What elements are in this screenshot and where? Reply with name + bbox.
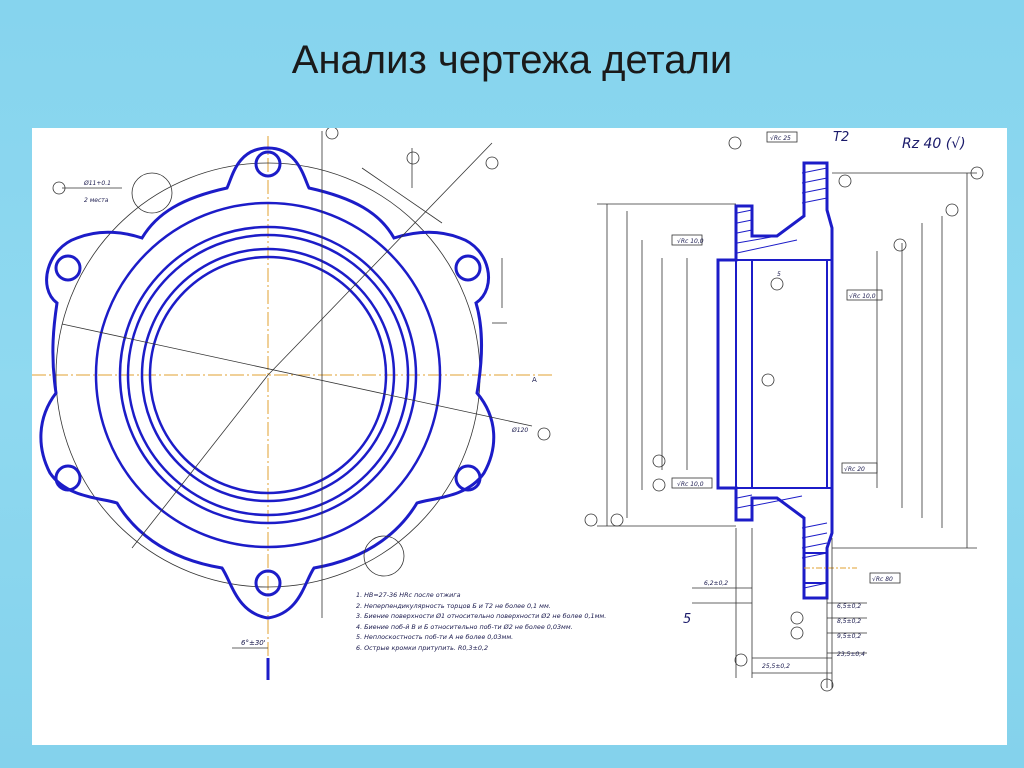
svg-text:8,5±0,2: 8,5±0,2 xyxy=(837,618,861,625)
note-line: 2. Неперпендикулярность торцов Б и Т2 не… xyxy=(356,601,551,610)
note-line: 1. НВ=27-36 HRc после отжига xyxy=(356,591,461,599)
svg-text:6°±30': 6°±30' xyxy=(241,639,266,647)
drawing-sheet: Ø11+0.1 2 места Ø120 6°±30' A xyxy=(32,128,1007,745)
reference-label-t2: T2 xyxy=(833,130,850,145)
flange-front-view: Ø11+0.1 2 места Ø120 6°±30' A xyxy=(32,128,552,680)
note-line: 6. Острые кромки притупить. R0,3±0,2 xyxy=(356,643,489,652)
svg-text:√Rc 10,0: √Rc 10,0 xyxy=(849,293,876,300)
svg-text:Ø120: Ø120 xyxy=(511,427,528,434)
svg-text:25,5±0,2: 25,5±0,2 xyxy=(762,663,790,670)
reference-label-5: 5 xyxy=(683,612,692,627)
svg-text:2 места: 2 места xyxy=(84,197,109,204)
svg-text:√Rc 80: √Rc 80 xyxy=(872,576,893,583)
slide-title: Анализ чертежа детали xyxy=(291,38,733,82)
engineering-drawing: Ø11+0.1 2 места Ø120 6°±30' A xyxy=(32,128,984,692)
flange-section-view: √Rc 10,0 √Rc 10,0 √Rc 20 √Rc 10,0 √Rc 25… xyxy=(584,131,984,692)
svg-text:A: A xyxy=(532,376,537,384)
svg-text:6,5±0,2: 6,5±0,2 xyxy=(837,603,861,610)
svg-text:23,5±0,4: 23,5±0,4 xyxy=(837,651,865,658)
note-line: 5. Неплоскостность поб-ти А не более 0,0… xyxy=(356,633,514,641)
svg-text:√Rc 10,0: √Rc 10,0 xyxy=(677,238,704,245)
svg-text:√Rc 10,0: √Rc 10,0 xyxy=(677,481,704,488)
surface-roughness-symbol: Rz 40 (√) xyxy=(902,136,966,152)
note-line: 4. Биение поб-й В и Б относительно поб-т… xyxy=(356,622,573,631)
svg-text:√Rc 25: √Rc 25 xyxy=(770,135,791,142)
svg-text:9,5±0,2: 9,5±0,2 xyxy=(837,633,861,640)
svg-text:5: 5 xyxy=(777,271,781,278)
svg-text:Ø11+0.1: Ø11+0.1 xyxy=(83,180,111,187)
note-line: 3. Биение поверхности Ø1 относительно по… xyxy=(356,612,607,620)
technical-requirements: 1. НВ=27-36 HRc после отжига 2. Неперпен… xyxy=(356,590,686,653)
svg-text:6,2±0,2: 6,2±0,2 xyxy=(704,580,728,587)
svg-text:√Rc 20: √Rc 20 xyxy=(844,466,865,473)
